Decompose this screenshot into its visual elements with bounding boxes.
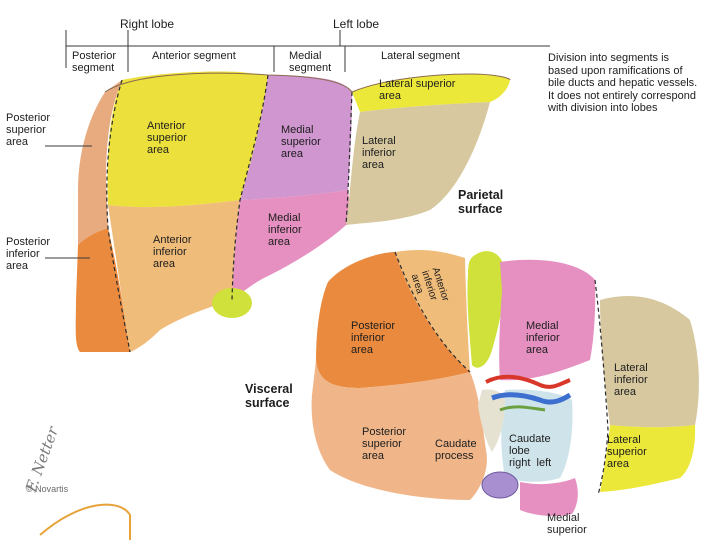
visceral-medial-superior-label: Medial superior xyxy=(547,512,587,536)
visceral-posterior-inferior-label: Posterior inferior area xyxy=(351,320,395,356)
visceral-surface-title: Visceral surface xyxy=(245,382,293,410)
medial-segment-label: Medial segment xyxy=(289,50,331,74)
visceral-caudate-process-label: Caudate process xyxy=(435,438,477,462)
anterior-segment-label: Anterior segment xyxy=(152,50,236,62)
left-lobe-label: Left lobe xyxy=(333,18,379,30)
copyright-notice: © Novartis xyxy=(26,484,68,494)
visceral-medial-inferior-label: Medial inferior area xyxy=(526,320,560,356)
posterior-segment-label: Posterior segment xyxy=(72,50,116,74)
parietal-anterior-inferior-region xyxy=(108,200,240,352)
parietal-lateral-inferior-label: Lateral inferior area xyxy=(362,135,396,171)
parietal-gallbladder xyxy=(212,288,252,318)
inferior-vena-cava xyxy=(482,472,518,498)
parietal-posterior-superior-label: Posterior superior area xyxy=(6,112,50,148)
next-figure-fragment xyxy=(40,505,130,540)
parietal-anterior-inferior-label: Anterior inferior area xyxy=(153,234,192,270)
visceral-posterior-superior-label: Posterior superior area xyxy=(362,426,406,462)
parietal-posterior-inferior-label: Posterior inferior area xyxy=(6,236,50,272)
parietal-medial-superior-label: Medial superior area xyxy=(281,124,321,160)
parietal-medial-inferior-label: Medial inferior area xyxy=(268,212,302,248)
visceral-caudate-lobe-label: Caudate lobe right left xyxy=(509,433,551,469)
visceral-lateral-superior-label: Lateral superior area xyxy=(607,434,647,470)
parietal-anterior-superior-label: Anterior superior area xyxy=(147,120,187,156)
visceral-lateral-inferior-label: Lateral inferior area xyxy=(614,362,648,398)
segment-division-note: Division into segments is based upon ram… xyxy=(548,52,697,115)
parietal-surface-title: Parietal surface xyxy=(458,188,503,216)
visceral-medial-superior-region xyxy=(520,478,578,516)
parietal-lateral-superior-label: Lateral superior area xyxy=(379,78,455,102)
lateral-segment-label: Lateral segment xyxy=(381,50,460,62)
hepatic-artery xyxy=(486,377,570,387)
right-lobe-label: Right lobe xyxy=(120,18,174,30)
